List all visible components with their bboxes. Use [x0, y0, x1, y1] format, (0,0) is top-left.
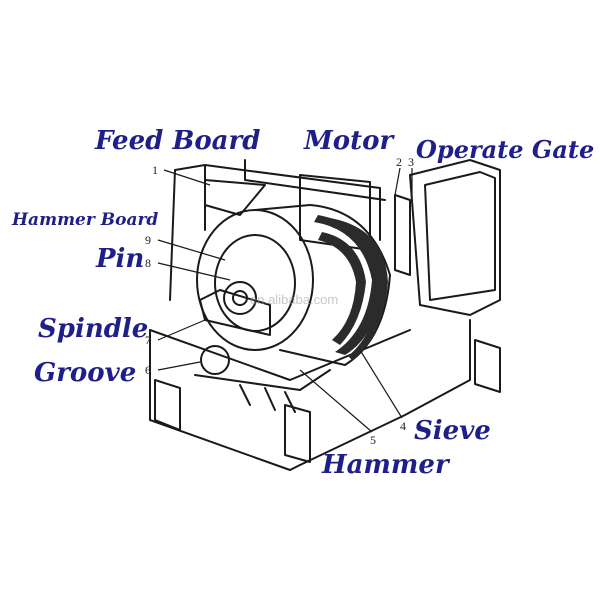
label-sieve: Sieve	[414, 416, 491, 446]
leader-line-4	[359, 349, 403, 419]
base-frame	[149, 319, 471, 471]
watermark-text: en.alibaba.com	[250, 292, 339, 307]
leader-line-7	[157, 319, 206, 341]
gate-hinge	[394, 194, 411, 276]
leader-line-9	[157, 239, 226, 261]
label-spindle: Spindle	[38, 314, 149, 344]
part-number-8: 8	[145, 256, 151, 270]
groove-channel	[194, 369, 331, 391]
part-number-9: 9	[145, 233, 151, 247]
part-number-2: 2	[396, 155, 402, 169]
label-groove: Groove	[34, 358, 137, 388]
leader-line-8	[157, 262, 231, 281]
feed-board	[204, 179, 266, 216]
sieve-band	[318, 232, 366, 345]
drum-top	[254, 204, 311, 211]
part-number-4: 4	[400, 419, 406, 433]
bearing-block	[199, 289, 271, 336]
label-hammer: Hammer	[322, 450, 449, 480]
label-feed-board: Feed Board	[95, 126, 261, 156]
label-operate-gate: Operate Gate	[416, 135, 595, 164]
part-number-6: 6	[145, 363, 151, 377]
label-pin: Pin	[96, 244, 145, 274]
left-foot	[154, 379, 181, 431]
leader-line-5	[299, 369, 373, 433]
part-number-1: 1	[152, 163, 158, 177]
feed-frame	[169, 159, 386, 301]
label-motor: Motor	[304, 126, 394, 156]
leader-line-6	[157, 361, 201, 371]
spindle-hub	[223, 281, 257, 315]
gate-panel	[424, 171, 496, 301]
part-number-3: 3	[408, 155, 414, 169]
gate-housing	[409, 159, 501, 316]
leader-line-1	[163, 169, 211, 186]
leader-line-2	[394, 167, 401, 196]
groove-wheel	[200, 345, 230, 375]
sieve-band	[328, 218, 388, 360]
part-number-5: 5	[370, 433, 376, 447]
rotor-inner-ring	[214, 234, 296, 332]
right-foot	[474, 339, 501, 393]
front-foot	[284, 404, 311, 463]
base-top-edge	[149, 329, 411, 381]
lower-support	[239, 384, 296, 413]
label-hammer-board: Hammer Board	[12, 210, 159, 230]
sieve-band	[314, 215, 382, 355]
part-number-7: 7	[145, 333, 151, 347]
